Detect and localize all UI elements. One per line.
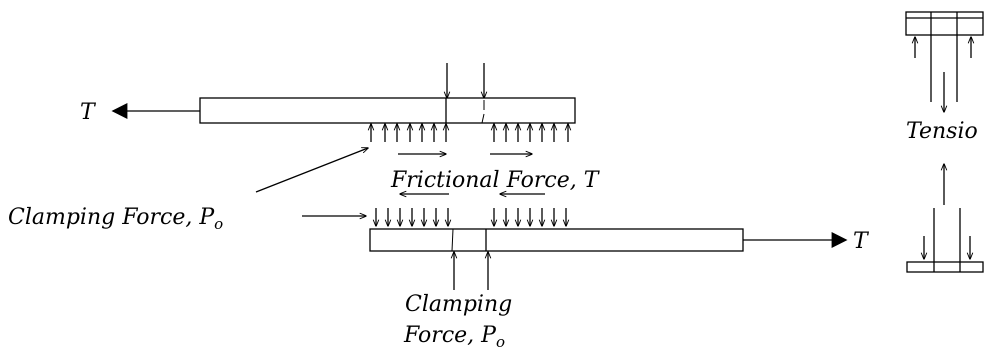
clamp-leader-upper xyxy=(255,148,368,193)
side-view-bottom xyxy=(906,164,984,273)
side-view-top xyxy=(905,11,984,112)
clamping-force-label-bottom-1: Clamping xyxy=(405,292,512,317)
tension-label-left: T xyxy=(80,100,97,125)
clamping-force-subscript: o xyxy=(214,215,223,233)
tension-label-side: Tensio xyxy=(906,119,978,144)
clamping-force-label-bottom-2: Force, Po xyxy=(403,323,505,351)
clamping-force-bottom-subscript: o xyxy=(496,333,505,351)
lower-plate xyxy=(369,228,744,252)
clamping-force-label-left: Clamping Force, Po xyxy=(8,205,223,233)
clamping-force-bottom-text: Force, P xyxy=(403,323,497,348)
tension-label-right: T xyxy=(853,229,870,254)
pressure-arrows-lower xyxy=(376,208,566,226)
upper-plate xyxy=(199,97,576,124)
pressure-arrows-upper xyxy=(371,124,568,142)
clamping-force-text: Clamping Force, P xyxy=(8,205,215,230)
frictional-force-label: Frictional Force, T xyxy=(390,168,601,193)
